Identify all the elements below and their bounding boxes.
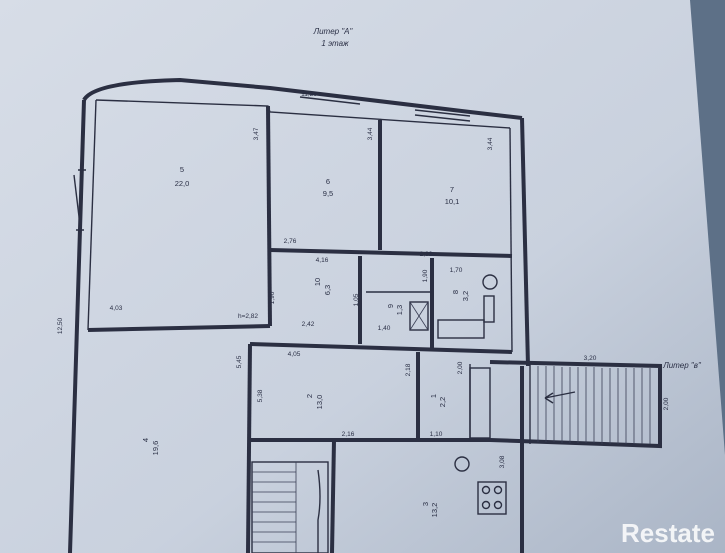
dimension-label: 4,05 (288, 351, 301, 358)
dimension-label: 2,16 (342, 431, 355, 438)
room-number: 1 (429, 394, 438, 398)
dimension-label: 2,00 (663, 397, 670, 410)
room-area: 9,5 (323, 189, 333, 198)
room-number: 8 (451, 290, 460, 294)
dimension-label: 4,03 (110, 305, 123, 312)
dimension-label: 2,18 (405, 363, 412, 376)
dimension-label: 2,42 (302, 321, 315, 328)
room-area: 1,3 (395, 305, 404, 315)
dimension-label: 1,90 (269, 291, 276, 304)
plan-title: Литер "А" (313, 27, 354, 36)
room-area: 6,3 (323, 285, 332, 295)
dimension-label: 4,16 (316, 257, 329, 264)
room-area: 2,2 (438, 397, 447, 407)
room-number: 10 (313, 278, 322, 286)
dimension-label: h=2,82 (238, 313, 258, 320)
dimension-labels: 11,20 3,44 3,44 3,47 12,50 4,03 h=2,82 2… (57, 91, 670, 468)
dimension-label: 1,90 (422, 269, 429, 282)
annex-label: Литер "в" (662, 361, 702, 370)
staircase (251, 461, 329, 553)
room-area: 19,6 (151, 441, 160, 456)
room-area: 13,2 (430, 503, 439, 518)
dimension-label: 1,10 (430, 431, 443, 438)
kitchen-fixtures (454, 456, 507, 515)
room-area: 3,2 (461, 291, 470, 301)
watermark-logo: Restate (621, 518, 715, 548)
room-area: 10,1 (445, 197, 460, 206)
room-number: 3 (421, 502, 430, 506)
dimension-label: 1,05 (353, 293, 360, 306)
dimension-label: 3,44 (367, 127, 374, 140)
dimension-label: 2,76 (284, 238, 297, 245)
dimension-label: 5,45 (236, 355, 243, 368)
dimension-label: 3,44 (487, 137, 494, 150)
outer-walls (68, 77, 530, 553)
dimension-label: 3,20 (584, 355, 597, 362)
dimension-label: 2,00 (457, 361, 464, 374)
room-number: 4 (141, 438, 150, 442)
floor-label: 1 этаж (321, 39, 349, 48)
room-number: 2 (305, 394, 314, 398)
annex-staircase (469, 360, 662, 449)
dimension-label: 11,20 (301, 91, 317, 98)
room-area: 13,0 (315, 395, 324, 410)
room-number: 9 (386, 304, 395, 308)
inner-walls (87, 105, 524, 553)
dimension-label: 12,50 (57, 317, 64, 334)
room-labels: 5 22,0 6 9,5 7 10,1 10 6,3 9 1,3 8 3,2 4… (141, 165, 470, 517)
bathroom-fixtures (409, 274, 498, 339)
room-number: 6 (326, 177, 330, 186)
dimension-label: 3,08 (499, 455, 506, 468)
dimension-label: 5,38 (257, 389, 264, 402)
dimension-label: 1,40 (378, 325, 391, 332)
room-number: 7 (450, 185, 454, 194)
room-number: 5 (180, 165, 184, 174)
dimension-label: 3,47 (253, 127, 260, 140)
windows (73, 91, 471, 231)
dimension-label: 2,93 (420, 251, 433, 258)
dimension-label: 1,70 (450, 267, 463, 274)
room-area: 22,0 (175, 179, 190, 188)
